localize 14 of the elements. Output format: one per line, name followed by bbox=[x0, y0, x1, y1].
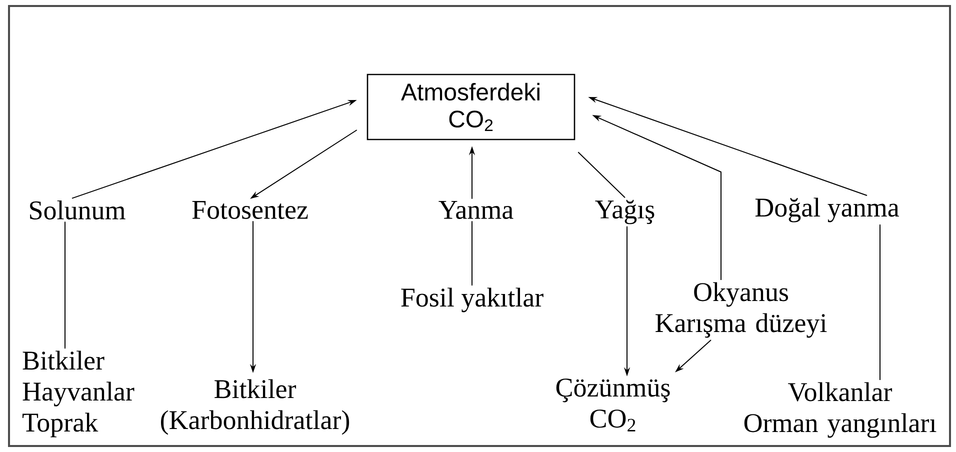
process-label: Doğal yanma bbox=[755, 198, 899, 222]
process-label: Yanma bbox=[438, 201, 514, 219]
process-label: Bitkiler Hayvanlar Toprak bbox=[22, 350, 134, 438]
process-label: Solunum bbox=[30, 200, 126, 220]
process-label: Fosil yakıtlar bbox=[401, 288, 544, 312]
connector-line bbox=[64, 221, 66, 350]
connector-line bbox=[578, 152, 626, 198]
concentration-box: Atmosferdeki CO$_{2}$ bbox=[366, 74, 576, 140]
process-label: Yağış bbox=[595, 200, 654, 224]
process-label: Çözünmüş CO$_{2}$ bbox=[556, 378, 670, 432]
process-label: Volkanlar Orman yangınları bbox=[744, 382, 936, 438]
process-label: Fotosentez bbox=[192, 201, 308, 219]
process-label: Okyanus Karışma düzeyi bbox=[656, 282, 827, 338]
process-label: Bitkiler (Karbonhidratlar) bbox=[161, 379, 350, 435]
